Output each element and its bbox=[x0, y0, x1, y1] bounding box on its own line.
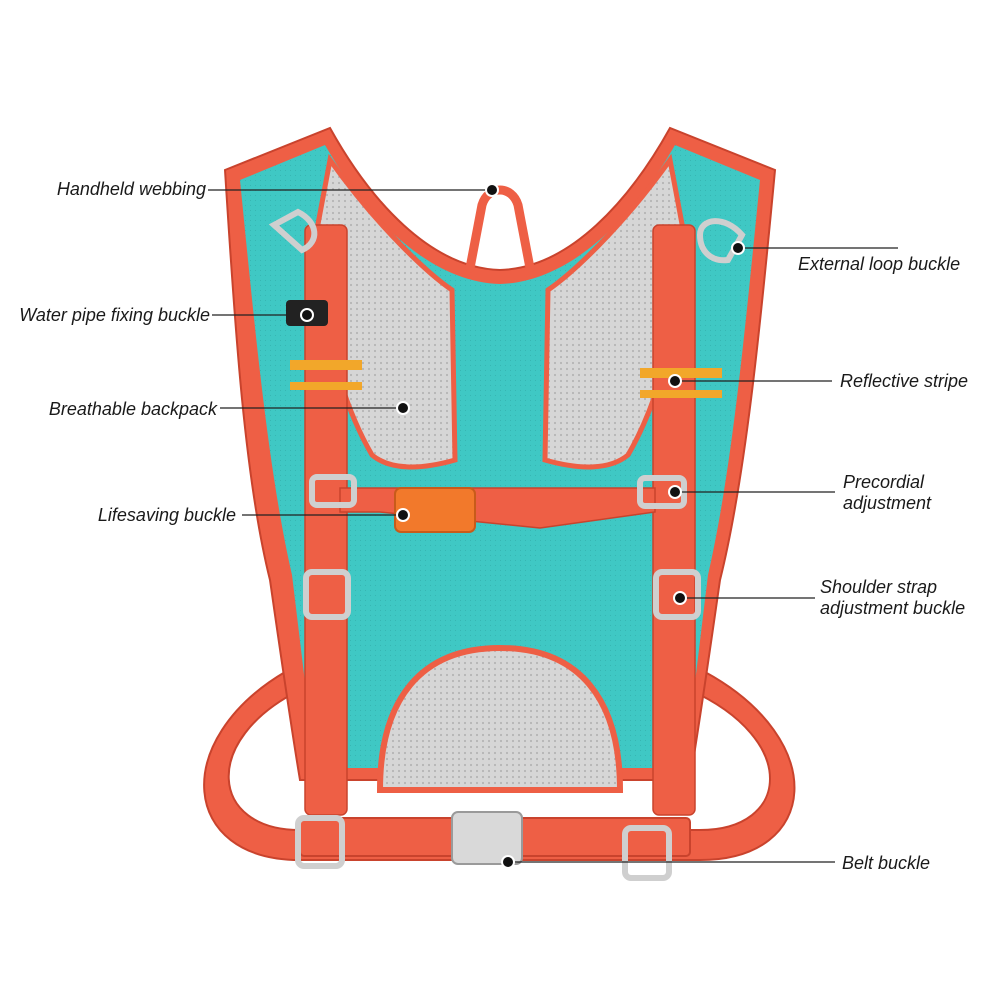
handheld-webbing bbox=[465, 185, 535, 273]
left-d-ring bbox=[268, 208, 318, 254]
marker-belt-buckle bbox=[501, 855, 515, 869]
label-external-loop-buckle: External loop buckle bbox=[798, 254, 961, 274]
right-reflective-stripe bbox=[640, 368, 722, 378]
marker-breathable-backpack bbox=[396, 401, 410, 415]
right-d-ring bbox=[696, 218, 746, 264]
chest-buckle bbox=[394, 487, 476, 533]
marker-lifesaving-buckle bbox=[396, 508, 410, 522]
lumbar-mesh-pad bbox=[376, 644, 624, 793]
marker-handheld-webbing bbox=[485, 183, 499, 197]
belt-right-slide bbox=[622, 825, 672, 881]
label-precordial-line2: adjustment bbox=[843, 493, 932, 513]
label-lifesaving-buckle: Lifesaving buckle bbox=[97, 505, 236, 525]
marker-reflective-stripe bbox=[668, 374, 682, 388]
marker-precordial-adjustment bbox=[668, 485, 682, 499]
label-shoulder-strap-line1: Shoulder strap bbox=[820, 577, 938, 597]
label-shoulder-strap-line2: adjustment buckle bbox=[820, 598, 966, 618]
marker-water-pipe-buckle bbox=[300, 308, 314, 322]
right-shoulder-strap bbox=[652, 224, 696, 816]
label-precordial-line1: Precordial bbox=[843, 472, 925, 492]
left-reflective-stripe-2 bbox=[290, 382, 362, 390]
label-water-pipe-fixing-buckle: Water pipe fixing buckle bbox=[19, 305, 210, 325]
label-handheld-webbing: Handheld webbing bbox=[56, 179, 206, 199]
label-breathable-backpack: Breathable backpack bbox=[48, 399, 217, 419]
right-reflective-stripe-2 bbox=[640, 390, 722, 398]
label-belt-buckle: Belt buckle bbox=[842, 853, 931, 873]
left-reflective-stripe bbox=[290, 360, 362, 370]
marker-shoulder-strap-buckle bbox=[673, 591, 687, 605]
marker-external-loop-buckle bbox=[731, 241, 745, 255]
belt-buckle-body bbox=[451, 811, 523, 865]
waist-belt bbox=[203, 670, 796, 861]
belt-left-slide bbox=[295, 815, 345, 869]
label-reflective-stripe: Reflective stripe bbox=[840, 371, 969, 391]
left-strap-ladder bbox=[303, 569, 351, 620]
left-chest-ladder bbox=[309, 474, 357, 508]
right-strap-ladder bbox=[653, 569, 701, 620]
